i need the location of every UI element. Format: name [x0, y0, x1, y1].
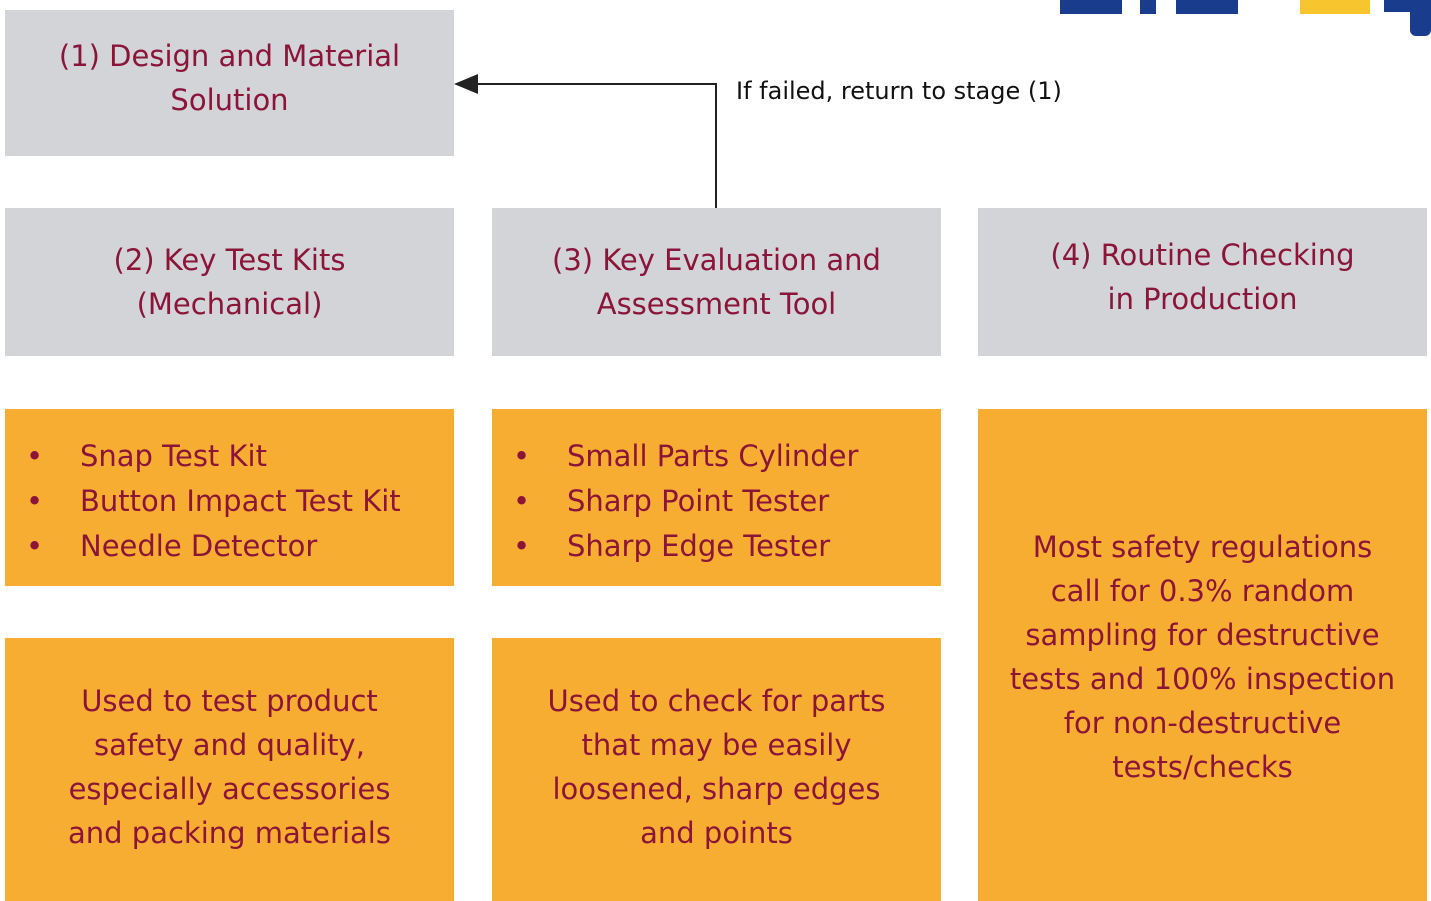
mechanical-kit-label: Needle Detector — [80, 529, 318, 563]
list-item: • Small Parts Cylinder — [513, 434, 933, 479]
bullet-icon: • — [26, 484, 44, 518]
mechanical-description-box: Used to test product safety and quality,… — [5, 638, 454, 901]
evaluation-description-line: and points — [640, 815, 793, 850]
list-item: • Sharp Edge Tester — [513, 524, 933, 569]
list-item: • Button Impact Test Kit — [26, 479, 446, 524]
stage-4-box: (4) Routine Checking in Production — [978, 208, 1427, 356]
stage-1-title-line-1: (1) Design and Material — [58, 39, 401, 73]
logo-navy-block-2 — [1140, 0, 1156, 14]
evaluation-description-box: Used to check for parts that may be easi… — [492, 638, 941, 901]
mechanical-description-line: safety and quality, — [94, 727, 365, 762]
bullet-icon: • — [513, 439, 531, 473]
production-description-line: Most safety regulations — [1032, 530, 1373, 564]
production-description-line: call for 0.3% random — [1050, 574, 1355, 608]
stage-3-box: (3) Key Evaluation and Assessment Tool — [492, 208, 941, 356]
stage-2-title-line-2: (Mechanical) — [136, 287, 323, 321]
mechanical-kit-label: Button Impact Test Kit — [80, 484, 401, 518]
bullet-icon: • — [513, 529, 531, 563]
logo-yellow-block — [1300, 0, 1370, 14]
logo-navy-block-3 — [1176, 0, 1238, 14]
evaluation-tool-label: Sharp Point Tester — [567, 484, 830, 518]
production-description-line: tests/checks — [1112, 750, 1293, 784]
stage-1-title-line-2: Solution — [170, 83, 289, 117]
logo-navy-hook-stem — [1410, 0, 1431, 36]
evaluation-tools-list: • Small Parts Cylinder • Sharp Point Teste… — [513, 434, 933, 569]
evaluation-description-line: loosened, sharp edges — [552, 771, 881, 806]
stage-4-title-line-2: in Production — [1107, 282, 1298, 316]
mechanical-description-line: Used to test product — [81, 683, 378, 718]
evaluation-tool-label: Small Parts Cylinder — [567, 439, 859, 473]
bullet-icon: • — [513, 484, 531, 518]
list-item: • Snap Test Kit — [26, 434, 446, 479]
stage-4-title-line-1: (4) Routine Checking — [1050, 238, 1355, 272]
mechanical-description-line: and packing materials — [68, 815, 391, 850]
mechanical-kits-box — [5, 409, 454, 586]
feedback-label: If failed, return to stage (1) — [736, 77, 1062, 105]
production-description-line: sampling for destructive — [1025, 618, 1380, 652]
bullet-icon: • — [26, 439, 44, 473]
evaluation-description-line: that may be easily — [581, 727, 852, 762]
stage-3-title-line-2: Assessment Tool — [596, 287, 837, 321]
list-item: • Needle Detector — [26, 524, 446, 569]
logo-navy-block-1 — [1060, 0, 1122, 14]
mechanical-kits-list: • Snap Test Kit • Button Impact Test Kit •… — [26, 434, 446, 569]
stage-3-title-line-1: (3) Key Evaluation and — [552, 243, 881, 277]
production-description-line: for non-destructive — [1063, 706, 1342, 740]
production-description-box: Most safety regulations call for 0.3% ra… — [978, 409, 1427, 901]
list-item: • Sharp Point Tester — [513, 479, 933, 524]
evaluation-description-line: Used to check for parts — [547, 683, 886, 718]
evaluation-tool-label: Sharp Edge Tester — [567, 529, 831, 563]
stage-2-title-line-1: (2) Key Test Kits — [113, 243, 346, 277]
evaluation-tools-box — [492, 409, 941, 586]
stage-2-box: (2) Key Test Kits (Mechanical) — [5, 208, 454, 356]
mechanical-kit-label: Snap Test Kit — [80, 439, 267, 473]
stage-1-box: (1) Design and Material Solution — [5, 10, 454, 156]
mechanical-description-line: especially accessories — [68, 771, 391, 806]
bullet-icon: • — [26, 529, 44, 563]
production-description-line: tests and 100% inspection — [1009, 662, 1396, 696]
